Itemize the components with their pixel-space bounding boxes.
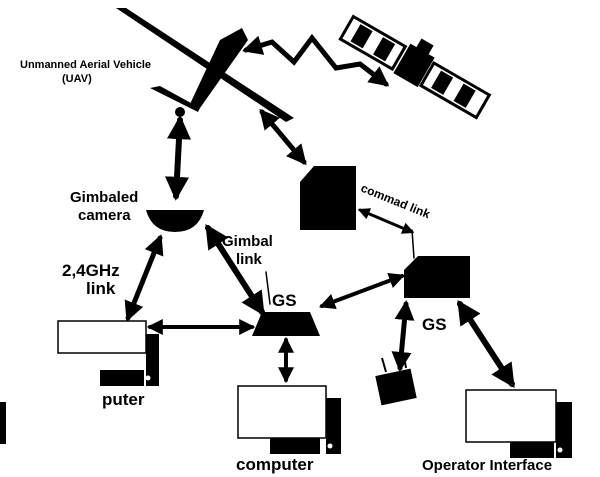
camera-label-line1: Gimbaled bbox=[70, 189, 138, 206]
ground-terminal-icon bbox=[300, 166, 356, 230]
gs-antenna-stub bbox=[411, 229, 415, 259]
gs-left-label: GS bbox=[272, 291, 297, 310]
gimbal-link-label-line2: link bbox=[236, 251, 262, 268]
arrow-gs-remote bbox=[391, 300, 415, 372]
remote-controller-icon bbox=[375, 355, 417, 406]
arrow-gs-operator bbox=[457, 299, 515, 389]
arrow-gs-right-gs bbox=[319, 273, 405, 309]
monitor-left-icon bbox=[57, 320, 159, 386]
satellite-icon bbox=[338, 14, 492, 120]
arrow-command-link bbox=[357, 208, 415, 234]
uav-label-line1: Unmanned Aerial Vehicle bbox=[20, 59, 151, 71]
uav-label-line2: (UAV) bbox=[62, 73, 92, 85]
arrow-uav-camera bbox=[165, 115, 191, 201]
radio-link-label-line1: 2,4GHz bbox=[62, 261, 120, 280]
computer-center-label: computer bbox=[236, 455, 314, 474]
arrow-gimbal-link bbox=[205, 223, 265, 317]
gimbaled-camera-icon bbox=[146, 210, 204, 232]
gs-left-icon bbox=[252, 312, 320, 336]
gimbal-link-label-line1: Gimbal bbox=[222, 233, 273, 250]
arrow-uav-satellite bbox=[242, 33, 390, 87]
computer-left-label: puter bbox=[102, 390, 145, 409]
uav-icon bbox=[116, 8, 294, 122]
arrow-camera-monitor bbox=[124, 234, 164, 322]
gs-right-icon bbox=[404, 256, 470, 298]
arrow-uav-ground-terminal bbox=[259, 108, 307, 166]
camera-label-line2: camera bbox=[78, 207, 131, 224]
arrows bbox=[124, 33, 515, 389]
operator-interface-icon bbox=[465, 389, 572, 458]
gimbal-link-pointer bbox=[265, 271, 271, 305]
radio-link-label-line2: link bbox=[86, 279, 116, 298]
computer-center-icon bbox=[237, 385, 341, 454]
cropped-device-edge bbox=[0, 402, 6, 444]
gs-right-label: GS bbox=[422, 315, 447, 334]
operator-interface-label: Operator Interface bbox=[422, 457, 552, 474]
